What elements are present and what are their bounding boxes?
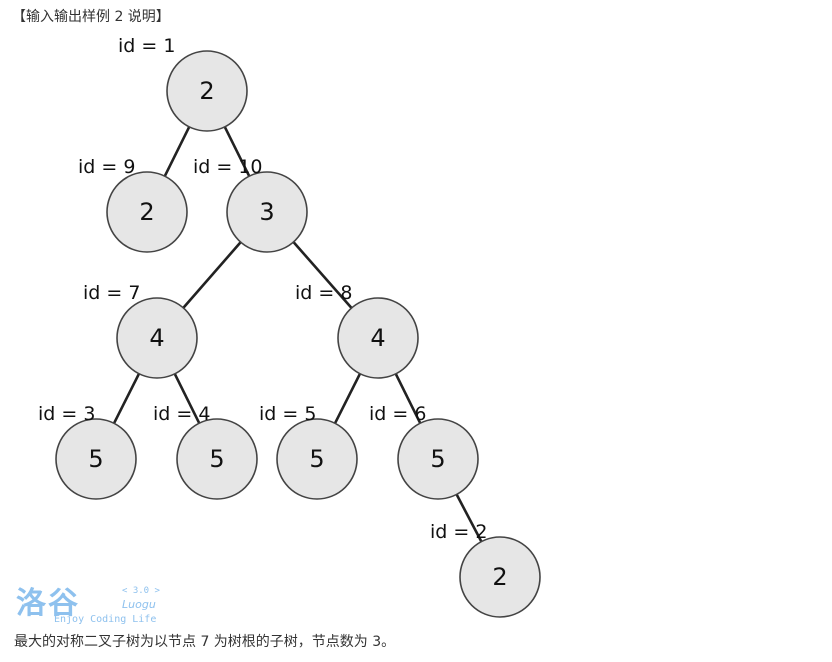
node-id-label: id = 9 — [78, 156, 135, 178]
tree-node: 2 — [459, 536, 541, 618]
tree-node: 5 — [276, 418, 358, 500]
watermark-logo-text: 洛谷 — [16, 586, 80, 621]
node-circle — [166, 50, 248, 132]
node-value: 4 — [149, 324, 164, 352]
node-value: 5 — [309, 445, 324, 473]
node-value: 2 — [199, 77, 214, 105]
node-circle — [459, 536, 541, 618]
tree-node: 4 — [116, 297, 198, 379]
node-circle — [337, 297, 419, 379]
tree-edge — [333, 373, 362, 424]
node-id-label: id = 6 — [369, 403, 426, 425]
watermark-name: Luogu — [122, 598, 156, 611]
watermark-version: < 3.0 > — [122, 586, 160, 596]
nodes-layer: 2 2 3 4 4 5 5 5 5 2 — [55, 50, 541, 618]
node-circle — [116, 297, 198, 379]
node-circle — [55, 418, 137, 500]
tree-edge — [292, 241, 353, 309]
tree-edge — [182, 241, 242, 309]
node-circle — [176, 418, 258, 500]
tree-node: 2 — [106, 171, 188, 253]
tree-edge — [394, 373, 422, 424]
section-heading: 【输入输出样例 2 说明】 — [12, 9, 170, 25]
node-circle — [106, 171, 188, 253]
node-value: 5 — [209, 445, 224, 473]
id-labels-layer: id = 1 id = 9 id = 10 id = 7 id = 8 id = 3 id … — [38, 35, 487, 543]
node-id-label: id = 3 — [38, 403, 95, 425]
tree-node: 4 — [337, 297, 419, 379]
tree-edge — [223, 126, 251, 177]
node-value: 4 — [370, 324, 385, 352]
luogu-watermark: 洛谷 < 3.0 > Luogu Enjoy Coding Life — [14, 580, 174, 626]
watermark-tagline: Enjoy Coding Life — [54, 614, 157, 625]
tree-node: 5 — [55, 418, 137, 500]
node-id-label: id = 2 — [430, 521, 487, 543]
node-id-label: id = 10 — [193, 156, 263, 178]
node-id-label: id = 5 — [259, 403, 316, 425]
tree-node: 2 — [166, 50, 248, 132]
node-value: 5 — [430, 445, 445, 473]
node-value: 5 — [88, 445, 103, 473]
edges-layer — [112, 126, 483, 543]
node-circle — [226, 171, 308, 253]
tree-node: 3 — [226, 171, 308, 253]
explanation-caption: 最大的对称二叉子树为以节点 7 为树根的子树，节点数为 3。 — [14, 634, 396, 650]
node-value: 2 — [139, 198, 154, 226]
node-value: 2 — [492, 563, 507, 591]
tree-edge — [455, 493, 483, 543]
tree-node: 5 — [397, 418, 479, 500]
node-id-label: id = 1 — [118, 35, 175, 57]
node-id-label: id = 4 — [153, 403, 210, 425]
node-id-label: id = 7 — [83, 282, 140, 304]
node-value: 3 — [259, 198, 274, 226]
tree-edge — [163, 126, 191, 177]
tree-edge — [173, 373, 201, 424]
tree-edge — [112, 373, 141, 424]
node-circle — [276, 418, 358, 500]
tree-node: 5 — [176, 418, 258, 500]
node-id-label: id = 8 — [295, 282, 352, 304]
node-circle — [397, 418, 479, 500]
